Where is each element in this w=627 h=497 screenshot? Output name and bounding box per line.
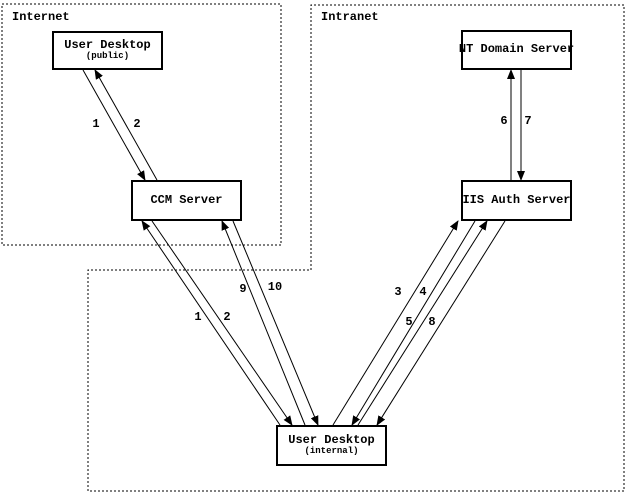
node-user-desktop-public: User Desktop(public) [52,31,163,70]
edge-step-8-iis-to-internal-desktop [376,220,506,426]
node-user-desktop-internal-label: User Desktop [288,432,375,447]
zone-label-internet: Internet [12,10,70,24]
edge-step-2-ccm-to-internal-desktop [151,220,293,426]
edge-label-step-2-ccm-to-public-desktop: 2 [133,117,141,131]
node-nt-domain-server-label: NT Domain Server [458,42,575,57]
edge-label-step-6-iis-to-nt-domain: 6 [500,114,508,128]
zone-label-intranet: Intranet [321,10,379,24]
edge-step-5-internal-desktop-to-iis [357,220,488,426]
edge-label-step-5-internal-desktop-to-iis: 5 [405,315,413,329]
edge-label-step-1-public-desktop-to-ccm: 1 [92,117,100,131]
node-ccm-server-label: CCM Server [150,192,223,207]
node-user-desktop-public-label: User Desktop [64,37,151,52]
edge-step-1-public-desktop-to-ccm [82,69,146,181]
node-iis-auth-server: IIS Auth Server [461,180,572,221]
node-ccm-server: CCM Server [131,180,242,221]
node-iis-auth-server-label: IIS Auth Server [462,192,571,207]
edge-step-1-internal-desktop-to-ccm [141,220,281,426]
edge-label-step-9-internal-desktop-to-ccm: 9 [239,282,247,296]
edge-label-step-1-internal-desktop-to-ccm: 1 [194,310,202,324]
zone-internet-border [1,3,282,246]
edge-step-10-ccm-to-internal-desktop [232,220,319,426]
edge-label-step-2-ccm-to-internal-desktop: 2 [223,310,231,324]
node-user-desktop-internal-sublabel: (internal) [304,446,359,457]
node-user-desktop-internal: User Desktop(internal) [276,425,387,466]
zone-intranet-border [87,4,625,492]
node-nt-domain-server: NT Domain Server [458,30,575,70]
edge-step-9-internal-desktop-to-ccm [221,220,306,426]
edge-label-step-10-ccm-to-internal-desktop: 10 [267,280,283,294]
edge-label-step-3-internal-desktop-to-iis: 3 [394,285,402,299]
edge-step-4-iis-to-internal-desktop [351,220,476,426]
edge-step-2-ccm-to-public-desktop [94,69,158,181]
edge-step-3-internal-desktop-to-iis [332,220,459,426]
edge-label-step-4-iis-to-internal-desktop: 4 [419,285,427,299]
node-user-desktop-public-sublabel: (public) [85,51,130,62]
edge-label-step-8-iis-to-internal-desktop: 8 [428,315,436,329]
edge-label-step-7-nt-domain-to-iis: 7 [524,114,532,128]
